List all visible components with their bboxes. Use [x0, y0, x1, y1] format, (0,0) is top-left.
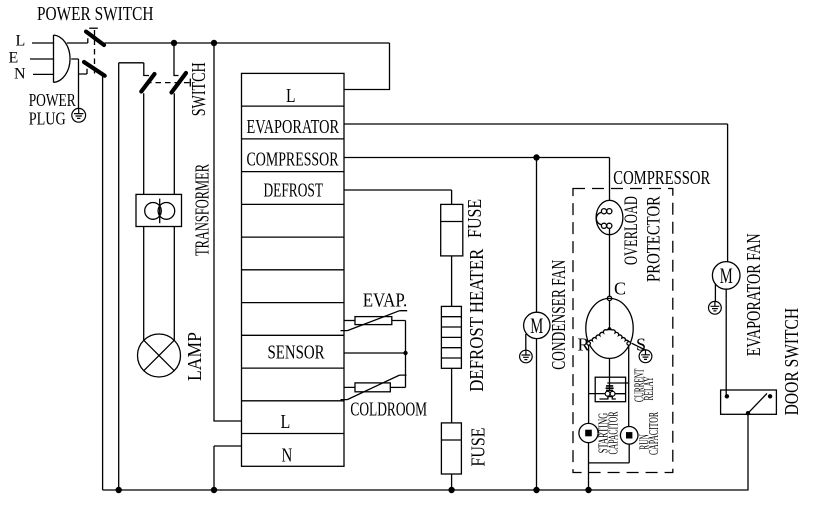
svg-text:N: N	[282, 444, 293, 466]
svg-text:EVAPORATOR FAN: EVAPORATOR FAN	[743, 233, 765, 356]
svg-text:L: L	[286, 85, 296, 107]
svg-text:COLDROOM: COLDROOM	[350, 398, 427, 420]
svg-text:EVAPORATOR: EVAPORATOR	[247, 116, 340, 138]
svg-text:POWER SWITCH: POWER SWITCH	[37, 3, 154, 25]
svg-text:CAPACITOR: CAPACITOR	[646, 412, 661, 455]
svg-text:COMPRESSOR: COMPRESSOR	[247, 149, 339, 171]
svg-text:DEFROST HEATER: DEFROST HEATER	[466, 248, 488, 392]
svg-text:EVAP.: EVAP.	[363, 289, 408, 311]
svg-text:SWITCH: SWITCH	[188, 62, 210, 116]
svg-text:SENSOR: SENSOR	[268, 341, 325, 363]
svg-text:PLUG: PLUG	[29, 109, 66, 129]
svg-text:OVERLOAD: OVERLOAD	[621, 196, 642, 265]
svg-text:RUN: RUN	[636, 434, 651, 450]
svg-text:POWER: POWER	[29, 90, 76, 110]
svg-text:LAMP: LAMP	[184, 332, 206, 381]
svg-text:L: L	[16, 32, 26, 49]
svg-text:CURRENT: CURRENT	[632, 368, 647, 402]
svg-text:STARTING: STARTING	[596, 413, 611, 454]
svg-text:FUSE: FUSE	[467, 428, 489, 467]
svg-text:L: L	[281, 411, 291, 433]
svg-text:DEFROST: DEFROST	[264, 179, 324, 201]
svg-text:E: E	[9, 50, 19, 67]
svg-text:DOOR SWITCH: DOOR SWITCH	[781, 308, 803, 416]
svg-text:RELAY: RELAY	[641, 376, 656, 400]
svg-text:S: S	[636, 335, 646, 355]
svg-text:FUSE: FUSE	[464, 199, 486, 238]
svg-text:M: M	[530, 313, 543, 338]
svg-text:CONDENSER FAN: CONDENSER FAN	[548, 260, 570, 370]
svg-text:TRANSFORMER: TRANSFORMER	[192, 164, 214, 256]
svg-text:M: M	[720, 263, 733, 288]
svg-text:PROTECTOR: PROTECTOR	[643, 196, 664, 282]
svg-text:CAPACITOR: CAPACITOR	[606, 412, 621, 455]
svg-text:COMPRESSOR: COMPRESSOR	[613, 167, 710, 189]
svg-text:C: C	[614, 279, 626, 299]
svg-text:N: N	[14, 66, 26, 83]
svg-text:R: R	[578, 335, 590, 355]
